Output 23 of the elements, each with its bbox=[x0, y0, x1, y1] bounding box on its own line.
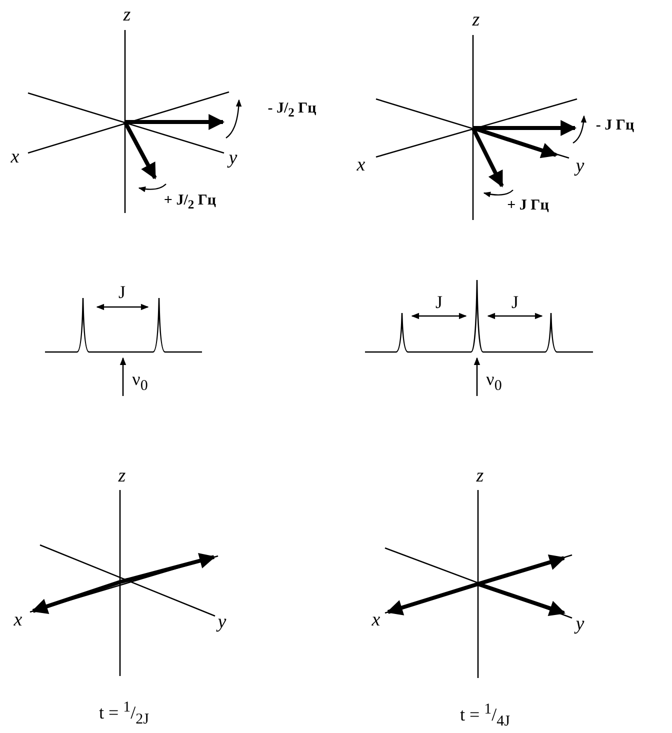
frequency-label: ν$_{0}$ bbox=[132, 370, 148, 394]
axis-label: z bbox=[118, 466, 126, 486]
axis-label: y bbox=[576, 614, 584, 634]
axis-label: y bbox=[576, 156, 584, 176]
axis-label: z bbox=[123, 6, 131, 24]
rotation-rate-label: + J Гц bbox=[507, 198, 549, 214]
coupling-label: J bbox=[512, 293, 518, 311]
axis-label: y bbox=[218, 612, 226, 632]
axis-label: y bbox=[228, 148, 238, 168]
axis-label: x bbox=[356, 156, 366, 174]
time-label: t = $^{1}$/$_{2J}$ bbox=[99, 700, 149, 728]
rotation-rate-label: - J Гц bbox=[596, 118, 634, 134]
axis-label: z bbox=[472, 10, 480, 30]
axis-label: x bbox=[10, 148, 20, 166]
axis-label: x bbox=[14, 610, 22, 630]
rotation-rate-label: + J/$_{2}$ Гц bbox=[164, 193, 216, 211]
coupling-label: J bbox=[118, 283, 126, 301]
time-label: t = $^{1}$/$_{4J}$ bbox=[460, 702, 510, 730]
coupling-label: J bbox=[436, 293, 442, 311]
frequency-label: ν$_{0}$ bbox=[486, 370, 502, 394]
axis-label: z bbox=[476, 466, 484, 486]
rotation-rate-label: - J/$_{2}$ Гц bbox=[268, 101, 316, 119]
axis-label: x bbox=[372, 610, 380, 630]
